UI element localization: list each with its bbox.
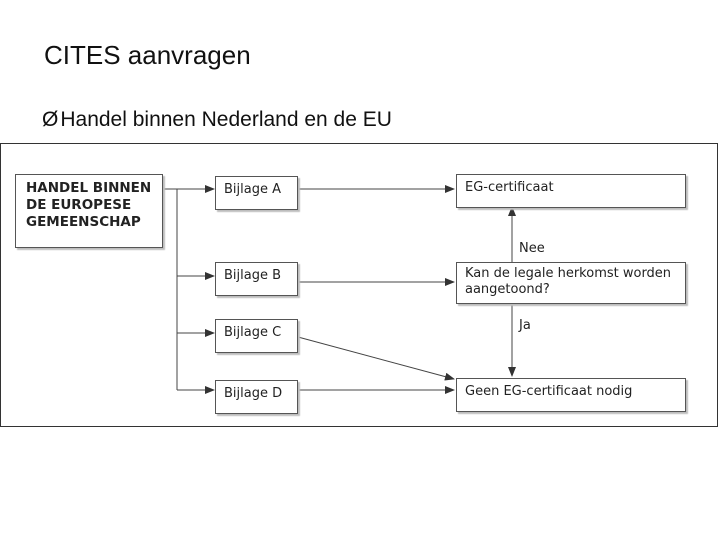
label-ja: Ja (516, 318, 534, 333)
box-question: Kan de legale herkomst worden aangetoond… (456, 262, 686, 304)
box-question-label: Kan de legale herkomst worden aangetoond… (465, 266, 672, 297)
bullet-item: ØHandel binnen Nederland en de EU (42, 108, 392, 132)
bullet-text: Handel binnen Nederland en de EU (60, 108, 392, 131)
box-bijlage-d: Bijlage D (215, 380, 298, 414)
slide-title: CITES aanvragen (44, 40, 251, 70)
label-nee: Nee (516, 241, 548, 256)
box-bijlage-a: Bijlage A (215, 176, 298, 210)
box-bijlage-b-label: Bijlage B (224, 268, 282, 283)
box-geen-certificaat-label: Geen EG-certificaat nodig (465, 384, 633, 399)
box-geen-certificaat: Geen EG-certificaat nodig (456, 378, 686, 412)
bullet-arrow-icon: Ø (42, 108, 59, 131)
box-handel-eg: HANDEL BINNEN DE EUROPESE GEMEENSCHAP (15, 174, 163, 248)
box-bijlage-b: Bijlage B (215, 262, 298, 296)
box-bijlage-d-label: Bijlage D (224, 386, 283, 401)
box-bijlage-c-label: Bijlage C (224, 325, 282, 340)
box-bijlage-a-label: Bijlage A (224, 182, 281, 197)
box-bijlage-c: Bijlage C (215, 319, 298, 353)
flow-diagram: HANDEL BINNEN DE EUROPESE GEMEENSCHAP Bi… (0, 143, 718, 427)
box-eg-certificaat: EG-certificaat (456, 174, 686, 208)
connector-c-to-geen (297, 336, 455, 381)
box-eg-certificaat-label: EG-certificaat (465, 180, 554, 195)
connector-lines (163, 185, 516, 394)
